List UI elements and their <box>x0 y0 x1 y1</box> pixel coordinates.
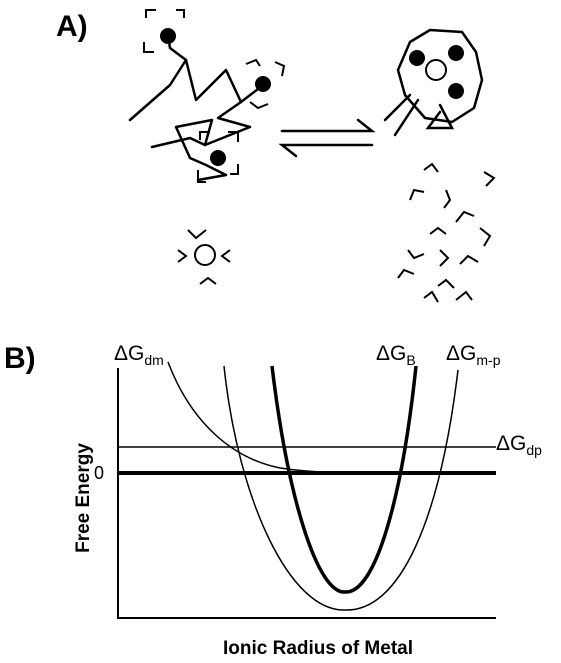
solvent-molecule <box>459 254 479 265</box>
metal-complex <box>383 28 484 137</box>
curve-dG-B <box>270 365 418 594</box>
panel-a: A) <box>56 9 496 303</box>
solvent-molecule <box>423 290 439 303</box>
solvent-molecule <box>176 9 185 18</box>
free-polymer-chain <box>128 34 264 182</box>
solvent-molecule <box>437 278 455 289</box>
donor-atom <box>160 28 176 44</box>
panel-b: B) Free Energy Ionic Radius of Metal 0 Δ… <box>4 342 542 659</box>
x-axis-label: Ionic Radius of Metal <box>223 638 413 659</box>
solvent-molecule <box>397 268 415 279</box>
solvent-molecule <box>274 61 286 77</box>
solvent-molecule <box>455 210 475 223</box>
solvent-molecule <box>479 227 492 247</box>
panel-a-label: A) <box>56 10 88 43</box>
solvent-molecule <box>455 290 473 301</box>
solvent-molecule <box>187 229 207 240</box>
solvent-molecule <box>143 42 154 53</box>
label-dG-dp: ΔGdp <box>496 432 542 458</box>
binding-site-2 <box>245 58 286 110</box>
solvent-molecule <box>439 249 450 267</box>
solvent-molecule <box>407 249 425 260</box>
curve-dG-dm <box>167 361 401 474</box>
label-dG-B: ΔGB <box>376 342 416 368</box>
solvated-metal-ion <box>177 229 231 285</box>
curve-dG-m-p <box>223 365 459 611</box>
donor-atom <box>448 45 464 61</box>
solvent-molecule <box>443 189 452 209</box>
bound-metal-ion <box>425 59 447 81</box>
label-dG-dm: ΔGdm <box>114 342 164 368</box>
solvent-molecule <box>429 226 447 235</box>
polymer-tail <box>393 98 420 137</box>
solvent-molecule <box>197 170 206 183</box>
zero-label: 0 <box>94 463 104 483</box>
forward-arrow <box>280 118 376 133</box>
donor-atom <box>409 50 425 66</box>
solvent-molecule <box>177 249 188 263</box>
solvent-molecule <box>483 171 496 187</box>
binding-site-1 <box>143 9 185 53</box>
reverse-arrow <box>278 143 374 158</box>
label-dG-m-p: ΔGm-p <box>446 342 501 368</box>
solvent-molecule <box>409 188 425 201</box>
binding-site-3 <box>197 131 239 183</box>
equilibrium-arrows <box>278 118 376 158</box>
polymer-tail <box>383 93 412 122</box>
solvent-molecule <box>423 162 439 173</box>
released-solvent <box>397 162 496 303</box>
solvent-molecule <box>245 58 261 67</box>
panel-b-label: B) <box>4 342 36 375</box>
y-axis-label: Free Energy <box>73 443 94 553</box>
solvent-molecule <box>230 164 239 175</box>
polymer-loop <box>425 103 455 130</box>
solvent-molecule <box>199 276 217 285</box>
solvent-molecule <box>228 131 239 142</box>
donor-atom <box>448 83 464 99</box>
solvent-molecule <box>145 9 156 18</box>
donor-atom <box>255 76 271 92</box>
solvent-molecule <box>249 101 269 110</box>
donor-atom <box>210 150 226 166</box>
solvent-molecule <box>199 131 210 140</box>
wrapped-polymer-chain <box>396 28 484 124</box>
solvent-molecule <box>220 249 231 263</box>
metal-ion <box>194 244 216 266</box>
